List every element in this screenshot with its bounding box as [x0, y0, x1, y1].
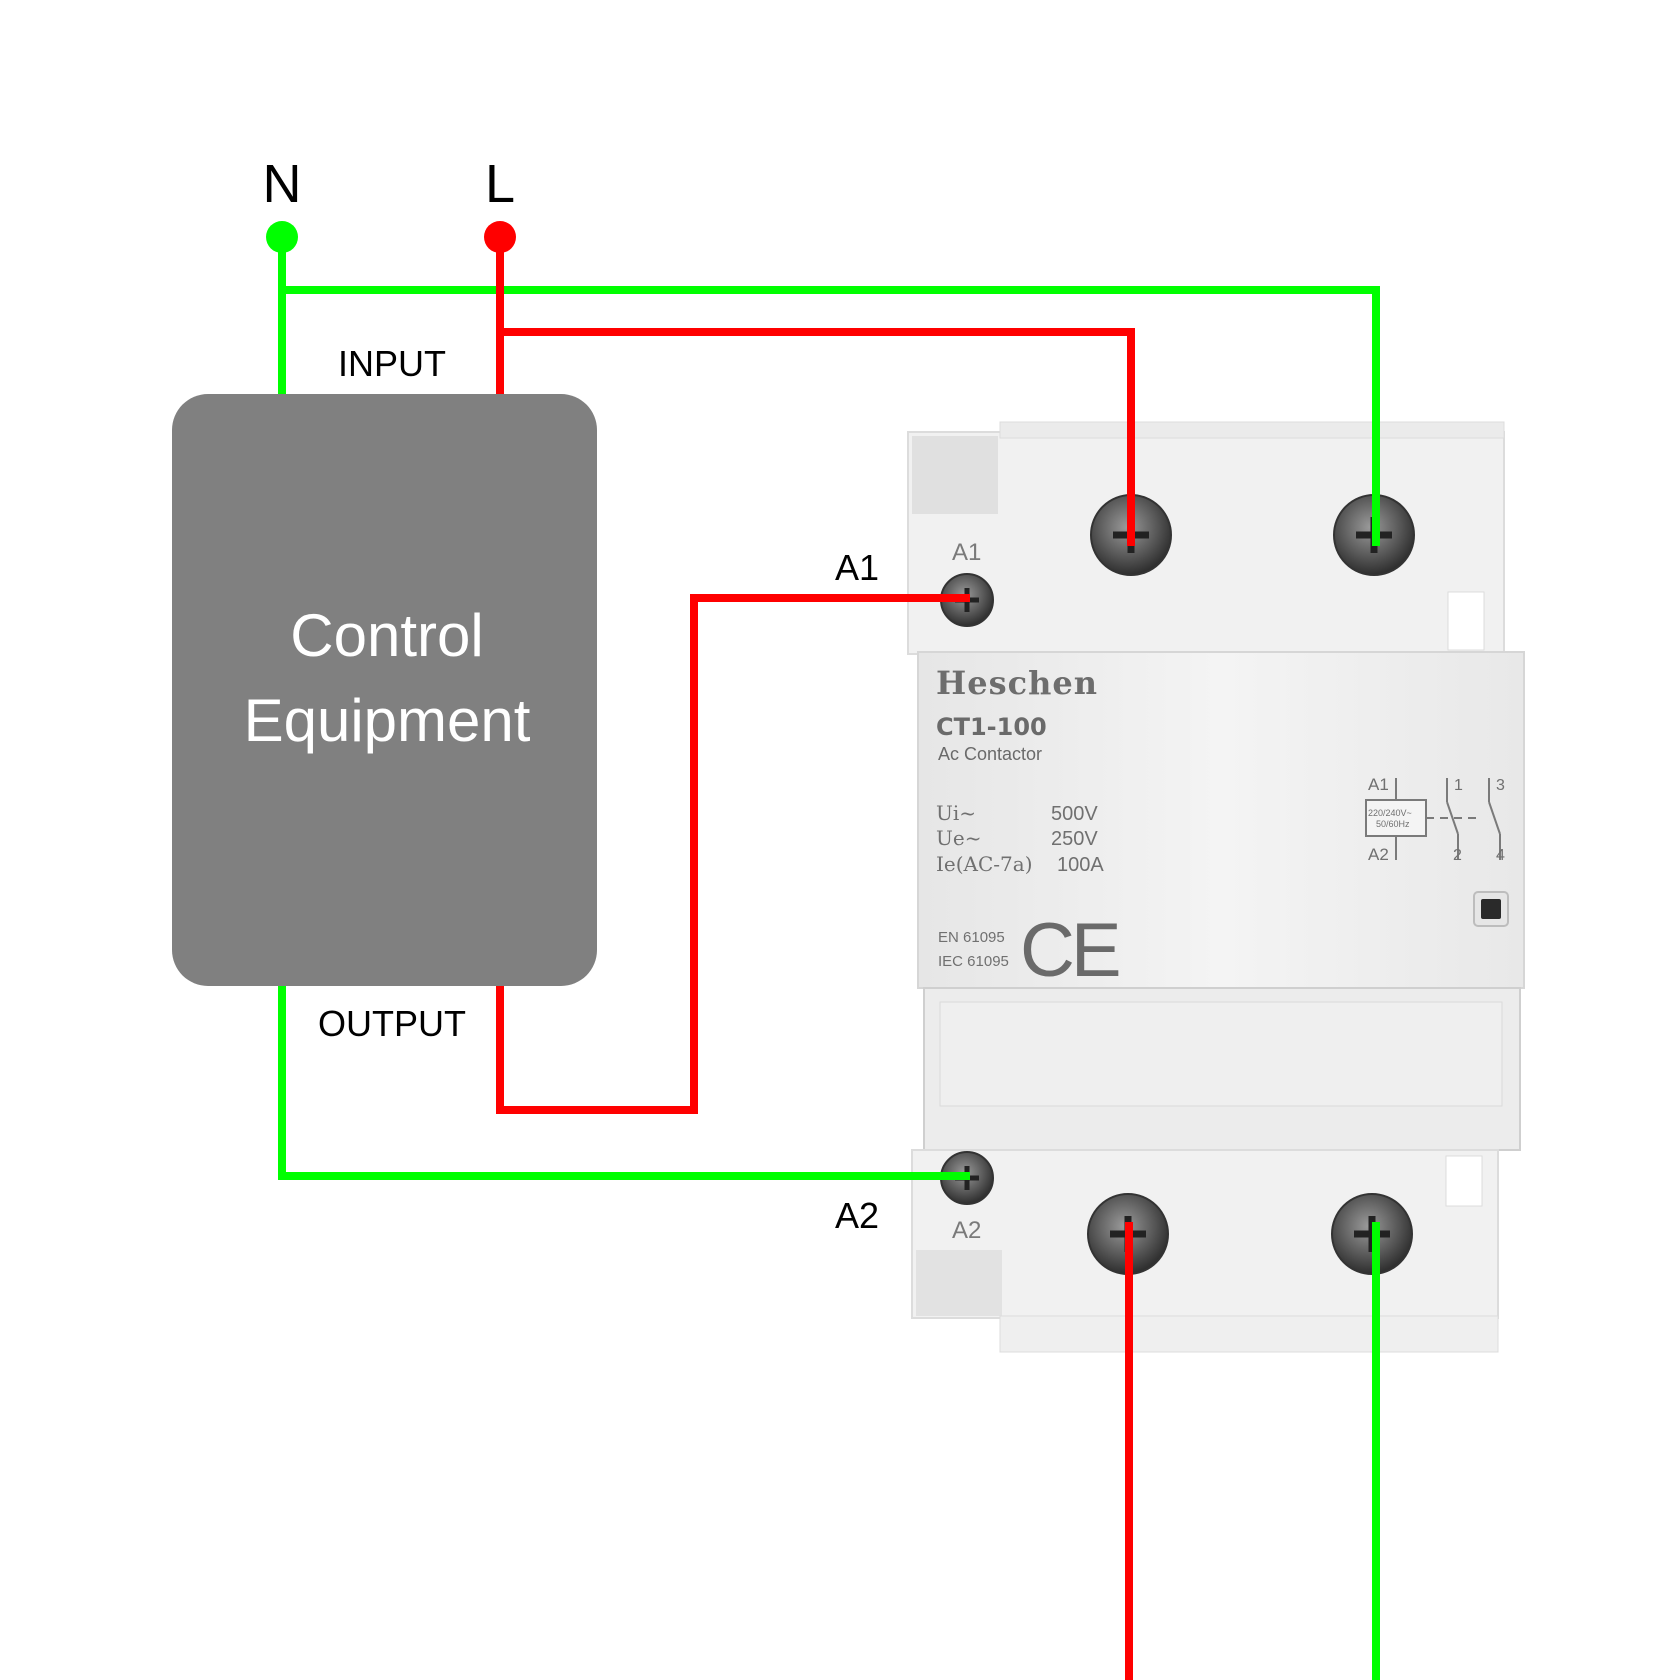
wire-neutral-to-terminal-3: [282, 286, 1380, 546]
schematic-pole-1: 1: [1454, 777, 1463, 794]
wire-label-a2: A2: [835, 1195, 879, 1236]
contactor-top-cap: [999, 421, 1505, 439]
neutral-terminal-label: N: [263, 154, 302, 214]
schematic-pole-2: 2: [1453, 847, 1462, 864]
status-indicator: [1481, 899, 1501, 919]
standard-iec: IEC 61095: [938, 953, 1009, 970]
wire-output-to-a2: [278, 986, 970, 1180]
rating-name-ui: Ui~: [936, 801, 976, 825]
output-label: OUTPUT: [318, 1003, 466, 1044]
schematic-coil-voltage: 220/240V~: [1368, 808, 1412, 818]
contactor-bottom-foot: [999, 1315, 1499, 1353]
contactor-bottom-left-step: [916, 1250, 1002, 1316]
schematic-pole-4: 4: [1496, 847, 1505, 864]
wire-output-to-a1: [496, 594, 970, 1114]
rating-value-ue: 250V: [1051, 828, 1098, 850]
contactor-top-right-slot: [1447, 591, 1485, 651]
control-box-title-line2: Equipment: [244, 687, 531, 754]
wire-line-to-terminal-1: [500, 328, 1135, 546]
rating-value-ui: 500V: [1051, 803, 1098, 825]
device-label-a2: A2: [952, 1217, 981, 1244]
ce-mark: CE: [1020, 908, 1119, 993]
contactor-clear-cover-inner: [939, 1001, 1503, 1107]
schematic-a2: A2: [1368, 845, 1389, 864]
control-box-title-line1: Control: [290, 602, 483, 669]
model-number: CT1-100: [936, 713, 1047, 741]
schematic-pole-3: 3: [1496, 777, 1505, 794]
rating-name-ue: Ue~: [936, 826, 981, 850]
schematic-coil-frequency: 50/60Hz: [1376, 819, 1410, 829]
wire-label-a1: A1: [835, 547, 879, 588]
device-label-a1: A1: [952, 539, 981, 566]
device-type: Ac Contactor: [938, 744, 1042, 764]
input-label: INPUT: [338, 343, 446, 384]
contactor-face-plate: [917, 651, 1525, 989]
rating-value-ie: 100A: [1057, 854, 1104, 876]
line-terminal-label: L: [485, 154, 515, 214]
ac-contactor: Heschen CT1-100 Ac Contactor Ui~ 500V Ue…: [907, 421, 1525, 1353]
brand-name: Heschen: [936, 664, 1098, 702]
neutral-terminal-dot: [266, 221, 298, 253]
contactor-bottom-right-slot: [1445, 1155, 1483, 1207]
standard-en: EN 61095: [938, 929, 1005, 946]
line-terminal-dot: [484, 221, 516, 253]
contactor-top-left-notch: [912, 436, 998, 514]
schematic-a1: A1: [1368, 775, 1389, 794]
rating-name-ie: Ie(AC-7a): [936, 852, 1033, 876]
contactor-schematic: [1365, 778, 1501, 860]
control-equipment-box: [172, 394, 597, 986]
